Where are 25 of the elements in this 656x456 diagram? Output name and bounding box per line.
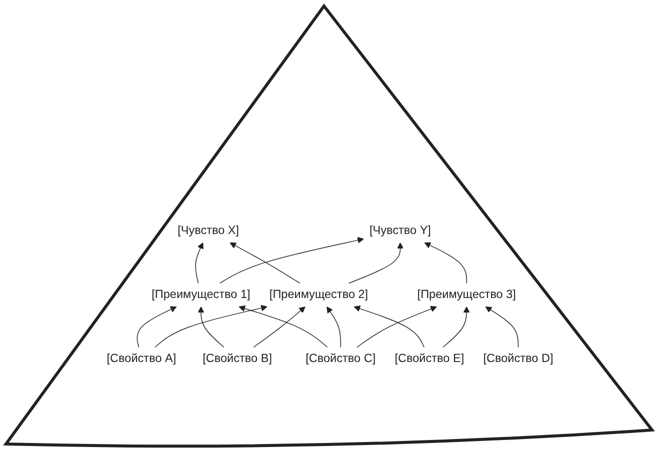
arrow (253, 306, 306, 348)
arrow (442, 306, 470, 348)
arrow (326, 306, 342, 348)
node-text: [Чувство X] (178, 224, 240, 237)
node-text: [Чувство Y] (369, 224, 431, 237)
node-text: [Свойство E] (394, 352, 464, 365)
node-text: [Преимущество 3] (417, 288, 516, 301)
node-text: [Свойство B] (202, 352, 272, 365)
node-text: [Свойство D] (483, 352, 554, 365)
arrow (424, 242, 467, 284)
arrow (238, 305, 328, 348)
arrow (198, 306, 224, 348)
arrow (356, 306, 437, 348)
arrow (348, 242, 404, 284)
arrow (354, 306, 424, 348)
arrow (136, 306, 177, 348)
arrow (485, 306, 519, 348)
node-text: [Свойство A] (106, 352, 176, 365)
node-text: [Преимущество 2] (269, 288, 368, 301)
arrow (154, 304, 268, 348)
node-text: [Свойство C] (306, 352, 376, 365)
arrow (195, 242, 204, 284)
arrow (230, 242, 300, 284)
arrow (220, 237, 364, 284)
node-text: [Преимущество 1] (152, 288, 250, 301)
